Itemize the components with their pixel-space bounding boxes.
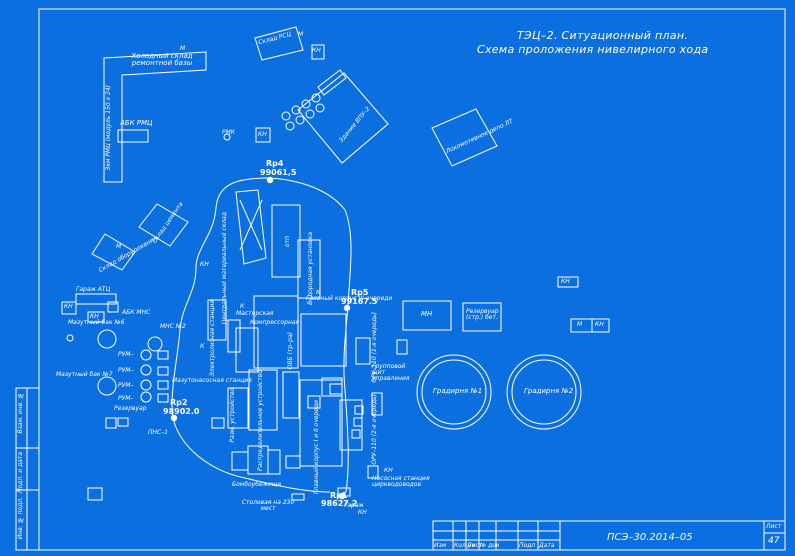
- sheet-label: Лист: [766, 523, 782, 530]
- label-cooling-1: Градирня №1: [433, 387, 483, 395]
- label-reservoir-small: Резервуар: [114, 405, 147, 412]
- sheet-number: 47: [768, 536, 780, 546]
- m-marker-4: М: [116, 243, 122, 250]
- label-group-shield: Групповой щит управления: [372, 363, 410, 382]
- label-main-corpus: Главный корпус III очереди: [306, 295, 393, 302]
- k-marker-1: К: [240, 303, 245, 310]
- kn-marker-7: КН: [90, 313, 99, 320]
- label-obb: ОВБ (тр–ра): [287, 332, 294, 370]
- label-pump-circ: Насосная станция циркводоводов: [372, 475, 430, 488]
- k-marker-2: К: [200, 343, 205, 350]
- label-rvm-4: РУМ–: [118, 395, 134, 402]
- label-pump-station: Мазутонасосная станция: [172, 377, 252, 384]
- kn-marker-2: КН: [258, 131, 267, 138]
- label-rvm-2: РУМ–: [118, 367, 134, 374]
- label-raspr: Распределительное устройство: [257, 370, 264, 472]
- label-rmc-frame: Зкм РМЦ (модуль 150 х 24): [105, 85, 112, 171]
- m-marker-2: М: [180, 45, 186, 52]
- kn-marker-5: КН: [595, 321, 604, 328]
- label-bath: Бомбоубежище: [232, 481, 282, 488]
- side-stamp-replace: Взам. инв. №: [17, 392, 24, 434]
- rp2-value: 98902.0: [163, 407, 200, 416]
- m-marker-1: М: [577, 321, 583, 328]
- kn-marker-1: КН: [312, 47, 321, 54]
- kn-marker-9: КН: [384, 467, 393, 474]
- rp5-value: 99167.5: [341, 297, 378, 306]
- plan-title: ТЭЦ–2. Ситуационный план.: [517, 29, 689, 42]
- stamp-col-date: Дата: [539, 542, 555, 549]
- label-oru110-1: ОРУ–110 (1-я очередь): [371, 312, 378, 383]
- sheet-frame: [38, 8, 786, 551]
- rp5-name: Rp5: [351, 288, 369, 297]
- k-marker-3: К: [316, 289, 321, 296]
- label-pns1: ПНС–1: [148, 429, 169, 436]
- label-warehouse-materials: Центральный материальный склад: [221, 212, 228, 325]
- label-abk-rmc: АБК РМЦ: [120, 119, 153, 127]
- label-oil-tank6: Мазутный бак №6: [68, 319, 125, 326]
- label-reservoir-steel: Резервуар (стр.) бет.: [466, 308, 499, 321]
- kn-marker-3: КН: [200, 261, 209, 268]
- benchmark-rp5-marker: [343, 304, 351, 312]
- label-otp: отп: [284, 236, 291, 248]
- stamp-col-izm: Изм: [434, 542, 447, 549]
- kn-marker-8: КН: [358, 509, 367, 516]
- label-electro: Электролизная станция: [209, 300, 216, 377]
- side-stamp-sign: Подп. и дата: [17, 452, 24, 493]
- benchmark-rp2-marker: [170, 414, 178, 422]
- label-garage-atc: Гараж АТЦ: [76, 286, 111, 293]
- rp4-name: Rp4: [266, 159, 284, 168]
- label-rp-mark: РМК: [222, 129, 236, 136]
- rp1-value: 98627.2: [321, 499, 358, 508]
- label-rvm-1: РУМ–: [118, 351, 134, 358]
- label-cooling-2: Градирня №2: [524, 387, 574, 395]
- title-block-frame: [432, 520, 786, 551]
- label-oru110-2: ОРУ–110 (2-я очередь): [371, 394, 378, 465]
- warehouse-rsc: [254, 26, 304, 61]
- rp4-value: 99061,5: [260, 168, 297, 177]
- document-code: ПСЭ–30.2014–05: [607, 532, 693, 543]
- label-main-corpus2: Главный корпус I и II очереди: [313, 400, 320, 495]
- benchmark-rp1-marker: [338, 492, 346, 500]
- label-warehouse-repair: Холодный склад ремонтной базы: [131, 52, 193, 67]
- rp1-name: Rp1: [330, 491, 348, 500]
- plan-subtitle: Схема проложения нивелирного хода: [477, 43, 709, 56]
- rmc-building: [103, 51, 207, 183]
- label-oil-tank7: Мазутный бак №7: [56, 371, 113, 378]
- label-water-tower: Водородная установка: [307, 232, 314, 305]
- label-mn: МН: [421, 310, 433, 318]
- label-workshops: Мастерская: [236, 310, 274, 317]
- label-canteen: Столовая на 230 мест: [241, 499, 295, 512]
- label-rvm-3: РУМ–: [118, 382, 134, 389]
- stamp-col-doc: № док: [480, 542, 500, 549]
- label-mns2: МНС №2: [160, 323, 186, 330]
- depot: [431, 108, 498, 167]
- label-razm: Разм. устройство: [229, 388, 236, 443]
- label-garage: Гараж: [344, 502, 364, 509]
- rp2-name: Rp2: [170, 398, 188, 407]
- label-garage-abk: АБК МНС: [122, 309, 151, 316]
- kn-marker-4: КН: [561, 278, 570, 285]
- m-marker-3: М: [298, 31, 304, 38]
- stamp-col-list: Лист: [467, 542, 483, 549]
- benchmark-rp4-marker: [266, 176, 274, 184]
- stamp-col-kol: Кол уч: [454, 542, 475, 549]
- stamp-col-sign: Подп: [519, 542, 536, 549]
- kn-marker-6: КН: [64, 303, 73, 310]
- side-stamp-inv: Инв. № подл.: [17, 497, 24, 540]
- label-compressor: Компрессорная: [250, 319, 300, 326]
